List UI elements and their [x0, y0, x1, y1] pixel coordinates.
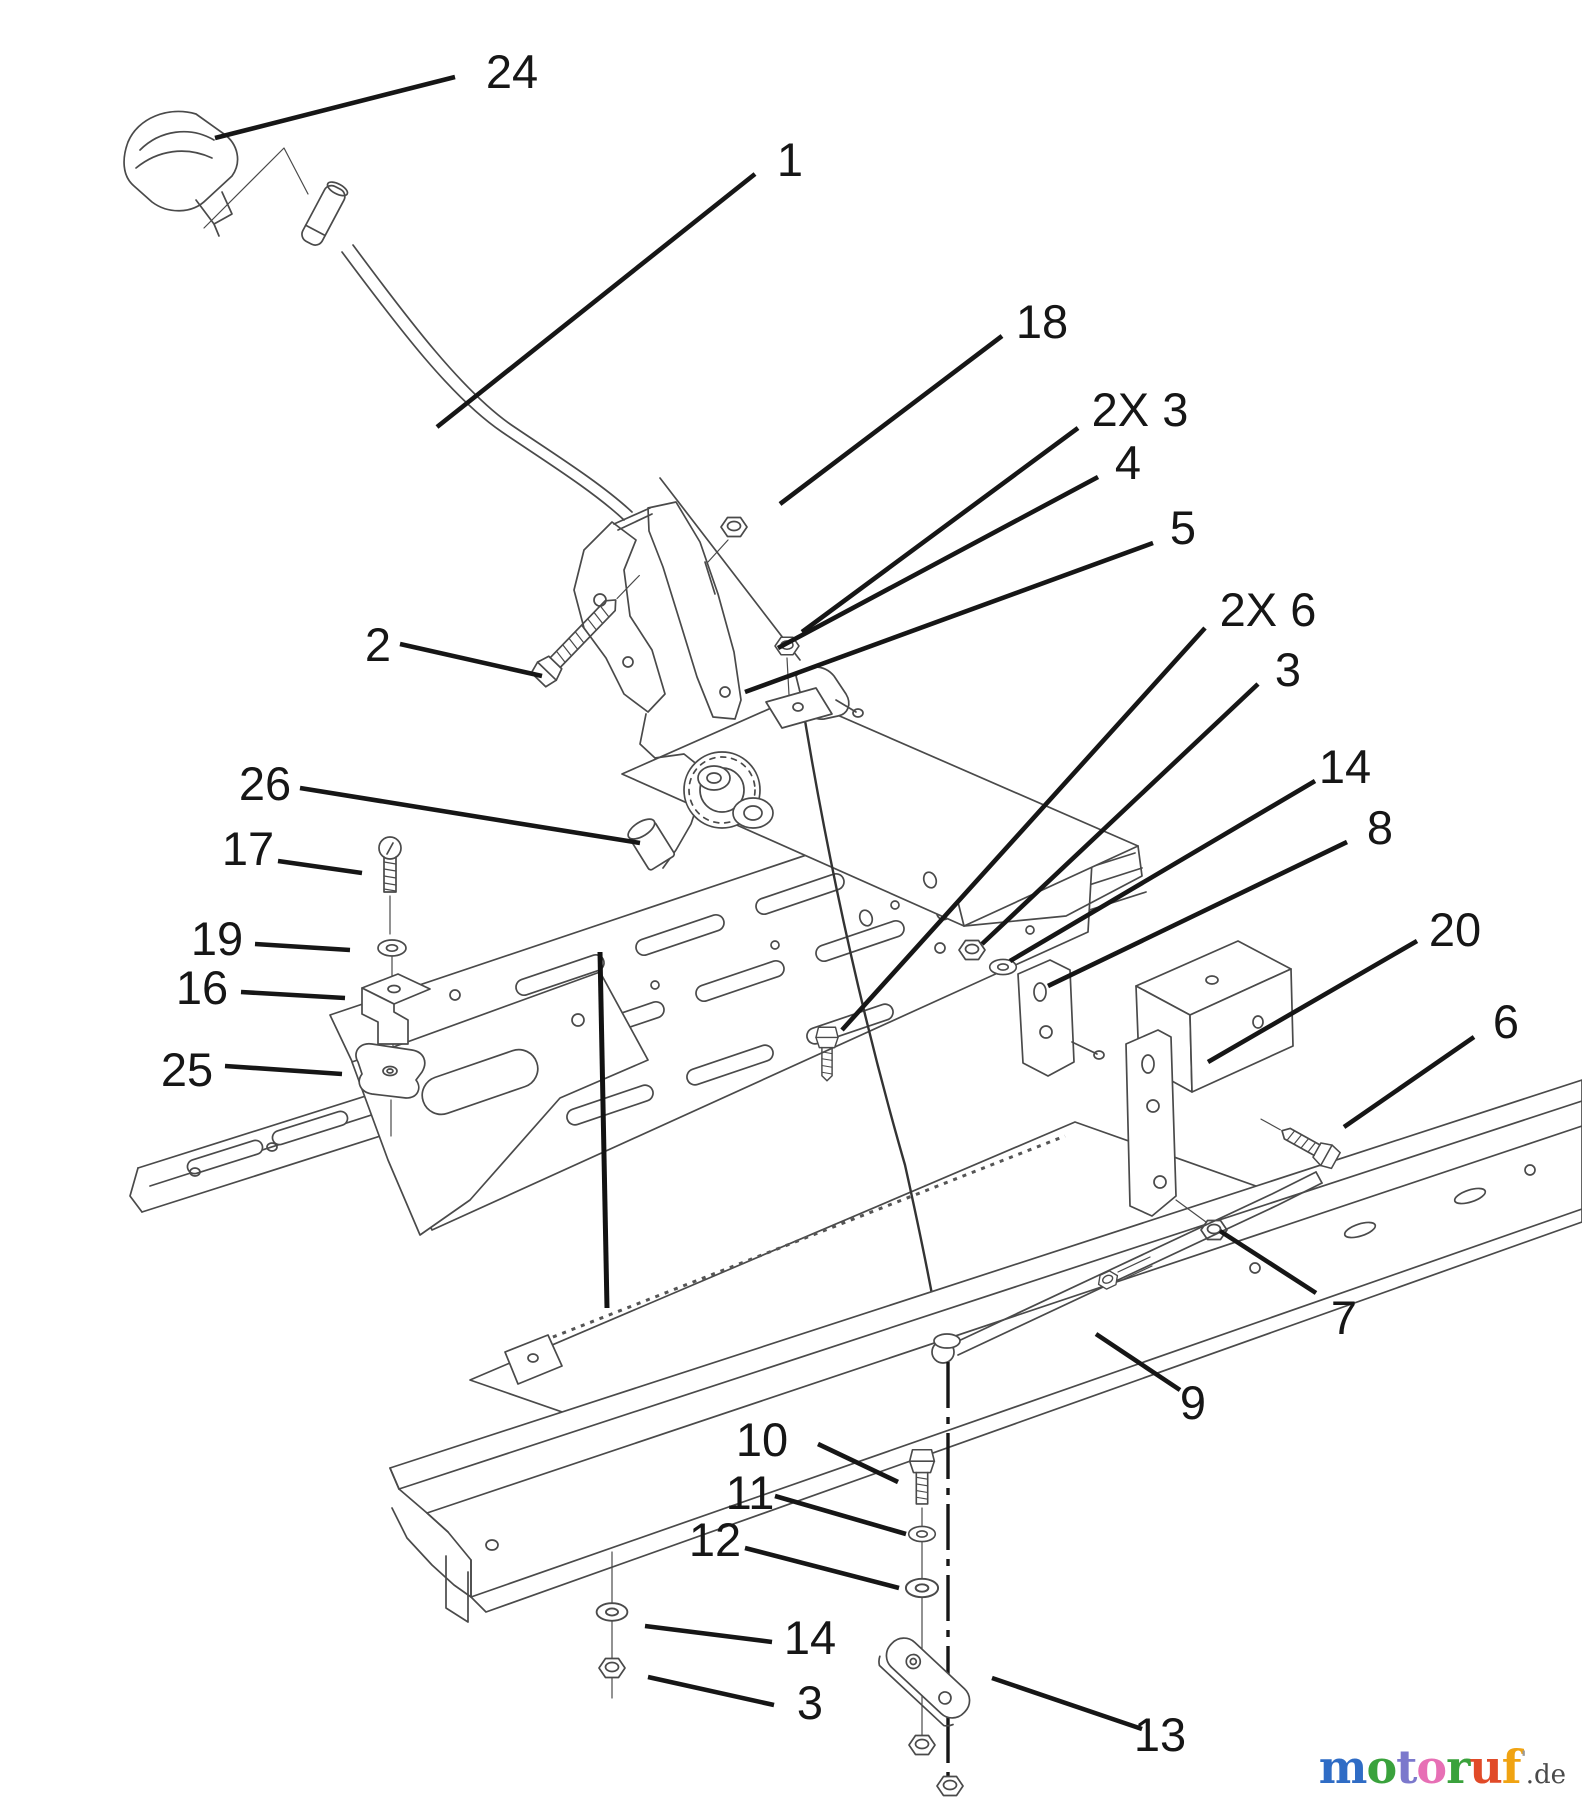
shift-knob-24: [123, 110, 239, 237]
bolt-17: [378, 836, 402, 893]
shift-rod-9: [931, 1171, 1323, 1364]
leader-9: [1094, 1332, 1182, 1392]
nut-bottom-left: [908, 1734, 936, 1756]
leader-1: [435, 172, 757, 429]
washer-19: [377, 939, 407, 957]
callout-7: 7: [1331, 1291, 1357, 1344]
nut-18: [707, 516, 748, 563]
callout-3: 3: [797, 1676, 823, 1729]
bolt-10: [908, 1448, 936, 1505]
bolt-6-lower: [815, 1026, 839, 1082]
callout-10: 10: [736, 1413, 788, 1466]
callout-5: 5: [1170, 501, 1196, 554]
leader-4: [776, 474, 1100, 651]
washer-12: [904, 1577, 940, 1599]
callout-26: 26: [239, 757, 291, 810]
bracket-8: [1017, 959, 1105, 1077]
callout-11: 11: [726, 1466, 775, 1519]
leader-3: [980, 682, 1260, 946]
callout-18: 18: [1016, 295, 1068, 348]
callout-14: 14: [1319, 740, 1371, 793]
callout-20: 20: [1429, 903, 1481, 956]
nut-3-bottom: [598, 1657, 626, 1679]
cable-clamp-4: [765, 666, 864, 729]
callout-2X-6: 2X 6: [1220, 583, 1317, 636]
leader-26: [299, 785, 641, 846]
link-plate-13: [878, 1637, 971, 1727]
nut-7: [1175, 1199, 1228, 1241]
leader-2X-6: [840, 626, 1207, 1032]
leader-14: [1008, 779, 1317, 963]
leader-25: [224, 1063, 343, 1077]
leader-13: [991, 1675, 1143, 1732]
nut-bottom-right: [936, 1775, 964, 1797]
callout-2X-3: 2X 3: [1092, 383, 1189, 436]
bolt-6-right: [1260, 1118, 1343, 1172]
logo-suffix: .de: [1525, 1760, 1566, 1790]
logo-letter: f: [1501, 1740, 1522, 1794]
leader-14: [644, 1623, 773, 1645]
leader-19: [254, 941, 351, 953]
callout-4: 4: [1115, 436, 1141, 489]
callout-2: 2: [365, 618, 391, 671]
leader-6: [1342, 1035, 1476, 1129]
callout-8: 8: [1367, 801, 1393, 854]
callout-9: 9: [1180, 1376, 1206, 1429]
washer-11: [907, 1525, 937, 1543]
leader-7: [1218, 1229, 1318, 1295]
end-bracket-plate: [1125, 1029, 1177, 1217]
leader-18: [778, 334, 1004, 506]
washer-14-bottom: [595, 1602, 629, 1622]
callout-12: 12: [689, 1513, 741, 1566]
leader-24: [214, 74, 456, 141]
spacer-26: [627, 818, 676, 871]
leader-20: [1206, 939, 1419, 1064]
shift-bracket: [573, 501, 742, 869]
leader-12: [744, 1545, 900, 1591]
pivot-disc: [683, 751, 774, 829]
clamp-16: [361, 973, 431, 1045]
leader-2X-3: [800, 426, 1080, 634]
callout-3: 3: [1275, 643, 1301, 696]
plate-25: [355, 1042, 426, 1099]
logo-letter: o: [1366, 1740, 1397, 1794]
flange-nut-3-mid: [958, 939, 986, 961]
callout-6: 6: [1493, 995, 1519, 1048]
shift-lever-1: [203, 147, 633, 521]
callout-1: 1: [777, 133, 803, 186]
logo-letter: u: [1469, 1740, 1502, 1794]
shift-shaft-line: [597, 951, 610, 1309]
callout-13: 13: [1134, 1708, 1186, 1761]
leader-17: [277, 858, 363, 876]
callout-14: 14: [784, 1611, 836, 1664]
logo-letter: m: [1318, 1740, 1368, 1794]
callout-25: 25: [161, 1043, 213, 1096]
leader-11: [774, 1493, 907, 1537]
leader-10: [817, 1441, 899, 1485]
leader-5: [744, 540, 1154, 695]
support-bracket-left: [351, 971, 649, 1236]
leader-16: [240, 989, 346, 1001]
callout-16: 16: [176, 961, 228, 1014]
callout-24: 24: [486, 45, 538, 98]
front-frame-rail: [389, 1079, 1582, 1623]
motoruf-logo: motoruf'.de: [1319, 1740, 1566, 1794]
lever-grip: [301, 181, 349, 246]
callout-17: 17: [222, 822, 274, 875]
hardware-line-left-upper: [389, 895, 394, 1137]
shift-cable-5: [659, 477, 943, 1345]
logo-letter: o: [1416, 1740, 1447, 1794]
leader-3: [647, 1674, 775, 1708]
logo-letter: r: [1446, 1740, 1470, 1794]
logo-tick: ': [1520, 1746, 1527, 1770]
leader-8: [1047, 839, 1348, 989]
bolt-2: [528, 574, 640, 690]
logo-letter: t: [1396, 1740, 1417, 1794]
cross-support: [621, 696, 1143, 927]
callout-19: 19: [191, 912, 243, 965]
leader-2: [399, 641, 543, 679]
